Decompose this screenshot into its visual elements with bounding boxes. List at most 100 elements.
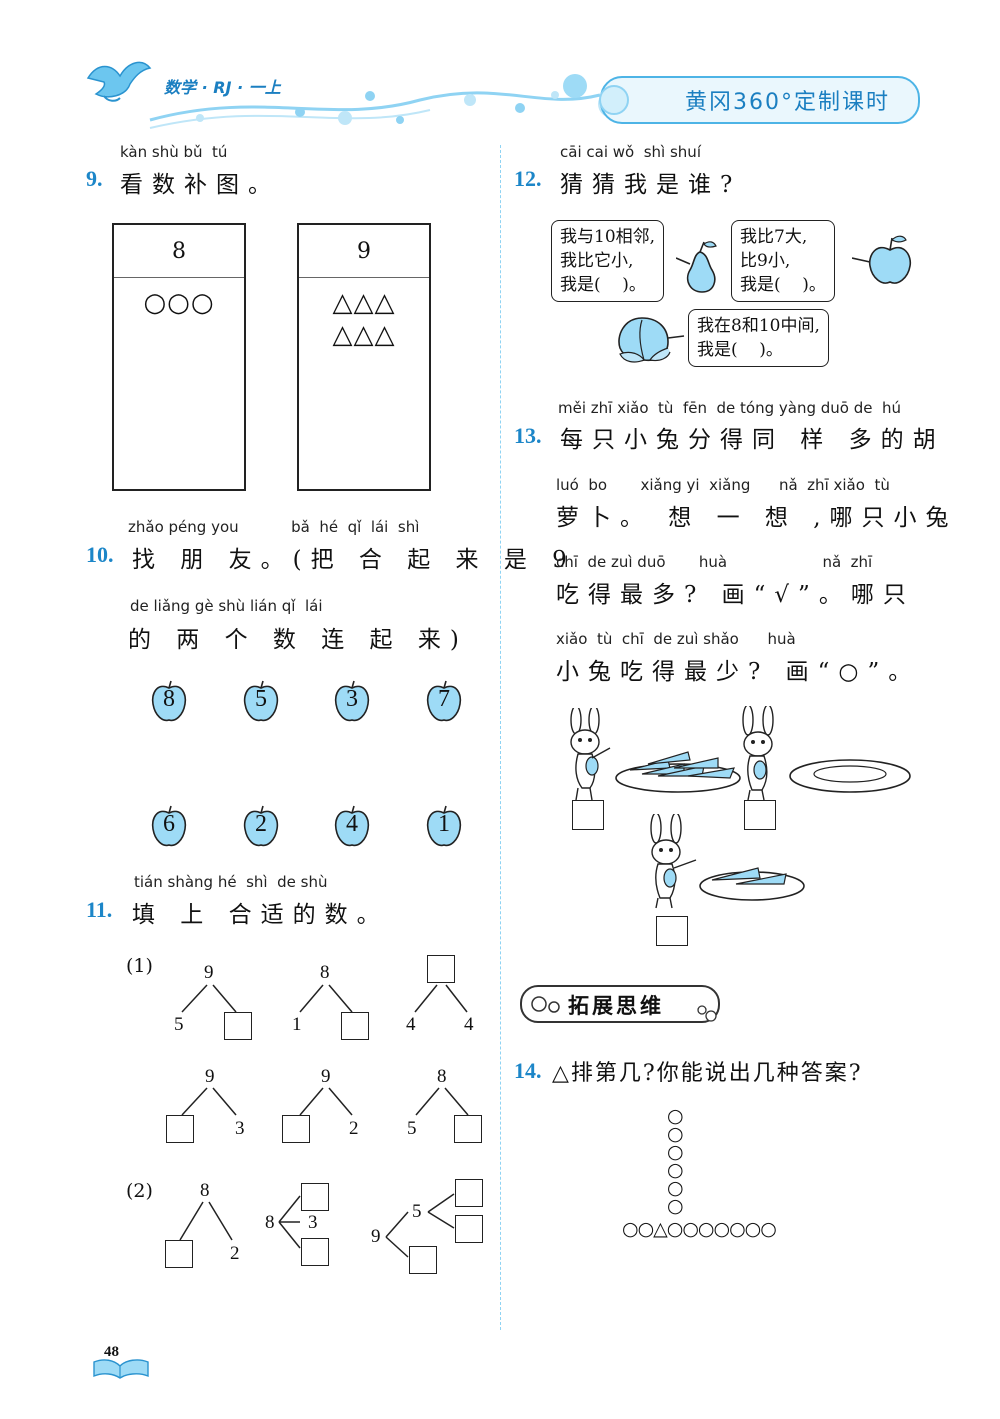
answer-box[interactable] (282, 1115, 310, 1143)
bond-whole: 8 (437, 1066, 447, 1087)
q13-number: 13. (514, 423, 542, 448)
apple-number: 2 (255, 811, 267, 837)
bond-part: 2 (349, 1118, 359, 1139)
apple-icon (151, 680, 187, 722)
bond-whole: 9 (204, 962, 214, 983)
speech-bubble-pear: 我与10相邻, 我比它小, 我是( )。 (551, 220, 665, 302)
answer-box[interactable] (454, 1115, 482, 1143)
card-divider (114, 277, 244, 278)
q11-title: 填 上 合适的数。 (132, 902, 389, 928)
q10-line-1: 找 朋 友。(把 合 起 来 是 9 (132, 547, 576, 573)
card-number: 9 (357, 239, 371, 264)
answer-box[interactable] (341, 1012, 369, 1040)
apple-icon (426, 805, 462, 847)
answer-box[interactable] (409, 1246, 437, 1274)
q11-part-1-label: (1) (126, 955, 153, 977)
apple-icon (151, 805, 187, 847)
q13-pinyin-1: měi zhī xiǎo tù fēn de tóng yàng duō de … (558, 399, 902, 417)
apple-card[interactable]: 4 (332, 805, 372, 847)
answer-box[interactable] (427, 955, 455, 983)
peach-icon (618, 317, 685, 363)
answer-box[interactable] (744, 800, 776, 830)
apple-icon (243, 805, 279, 847)
speech-bubble-peach: 我在8和10中间, 我是( )。 (688, 309, 829, 367)
bond-whole: 8 (265, 1212, 275, 1233)
bond-whole: 8 (200, 1180, 210, 1201)
bond-part: 3 (308, 1212, 318, 1233)
bond-part: 5 (174, 1014, 184, 1035)
bond-part: 4 (464, 1014, 474, 1035)
q13-pinyin-4: xiǎo tù chī de zuì shǎo huà (556, 630, 796, 648)
apple-number: 8 (163, 686, 175, 712)
q9-title: 看数补图。 (120, 172, 280, 198)
apple-icon (334, 680, 370, 722)
bubble-dots-icon (697, 1005, 717, 1022)
card-divider (299, 277, 429, 278)
bond-whole: 9 (321, 1066, 331, 1087)
rabbit-with-two-carrots-illustration (650, 814, 805, 909)
rabbit-with-empty-plate-illustration (742, 706, 911, 801)
q13-pinyin-2: luó bo xiǎng yi xiǎng nǎ zhī xiǎo tù (556, 476, 890, 494)
q10-pinyin-2: de liǎng gè shù lián qǐ lái (130, 597, 323, 615)
apple-card[interactable]: 6 (149, 805, 189, 847)
card-shapes: △△△ △△△ (332, 288, 396, 350)
q11-number: 11. (86, 897, 113, 922)
apple-card[interactable]: 1 (424, 805, 464, 847)
apple-number: 6 (163, 811, 175, 837)
q9-number: 9. (86, 166, 103, 191)
answer-box[interactable] (166, 1115, 194, 1143)
q13-pinyin-3: chī de zuì duō huà nǎ zhī (556, 553, 873, 571)
answer-box[interactable] (572, 800, 604, 830)
number-card-9: 9 △△△ △△△ (297, 223, 431, 491)
apple-number: 1 (438, 811, 450, 837)
answer-box[interactable] (165, 1240, 193, 1268)
answer-box[interactable] (301, 1183, 329, 1211)
bond-part: 3 (235, 1118, 245, 1139)
bond-whole: 9 (371, 1226, 381, 1247)
card-shapes: ○○○ (143, 288, 215, 318)
answer-box[interactable] (455, 1179, 483, 1207)
column-divider (500, 145, 501, 1330)
bond-whole: 8 (320, 962, 330, 983)
pear-icon (676, 241, 717, 293)
speech-bubble-apple: 我比7大, 比9小, 我是( )。 (731, 220, 835, 302)
bubble-dots-icon (531, 996, 560, 1013)
book-icon (93, 1359, 149, 1379)
bond-part: 2 (230, 1243, 240, 1264)
apple-icon (426, 680, 462, 722)
q11-part-2-label: (2) (126, 1180, 153, 1202)
apple-card[interactable]: 5 (241, 680, 281, 722)
answer-box[interactable] (455, 1215, 483, 1243)
card-number: 8 (172, 239, 186, 264)
shape-column: ○ ○ ○ ○ ○ ○ (667, 1105, 684, 1217)
q10-pinyin-1: zhǎo péng you bǎ hé qǐ lái shì (128, 518, 420, 536)
number-card-8: 8 ○○○ (112, 223, 246, 491)
apple-card[interactable]: 3 (332, 680, 372, 722)
page-number: 48 (104, 1344, 119, 1360)
q13-line-3: 吃得最多? 画“√”。哪只 (556, 582, 915, 608)
q13-line-2: 萝卜。 想 一 想 ,哪只小兔 (556, 505, 958, 531)
extension-thinking-tag: 拓展思维 (520, 985, 720, 1023)
apple-card[interactable]: 7 (424, 680, 464, 722)
apple-number: 4 (346, 811, 358, 837)
answer-box[interactable] (224, 1012, 252, 1040)
q10-number: 10. (86, 542, 114, 567)
q10-line-2: 的 两 个 数 连 起 来) (128, 627, 468, 653)
apple-card[interactable]: 2 (241, 805, 281, 847)
apple-icon (243, 680, 279, 722)
q11-pinyin: tián shàng hé shì de shù (134, 873, 328, 891)
header-subject: 数学 · RJ · 一上 (164, 78, 281, 97)
bond-part: 1 (292, 1014, 302, 1035)
bond-part: 5 (407, 1118, 417, 1139)
apple-number: 7 (438, 686, 450, 712)
apple-icon (334, 805, 370, 847)
banner-bubble-icon (599, 85, 629, 115)
series-banner: 黄冈360°定制课时 (600, 76, 920, 124)
q12-number: 12. (514, 166, 542, 191)
answer-box[interactable] (656, 916, 688, 946)
q14-number: 14. (514, 1058, 542, 1083)
answer-box[interactable] (301, 1238, 329, 1266)
apple-number: 5 (255, 686, 267, 712)
apple-card[interactable]: 8 (149, 680, 189, 722)
